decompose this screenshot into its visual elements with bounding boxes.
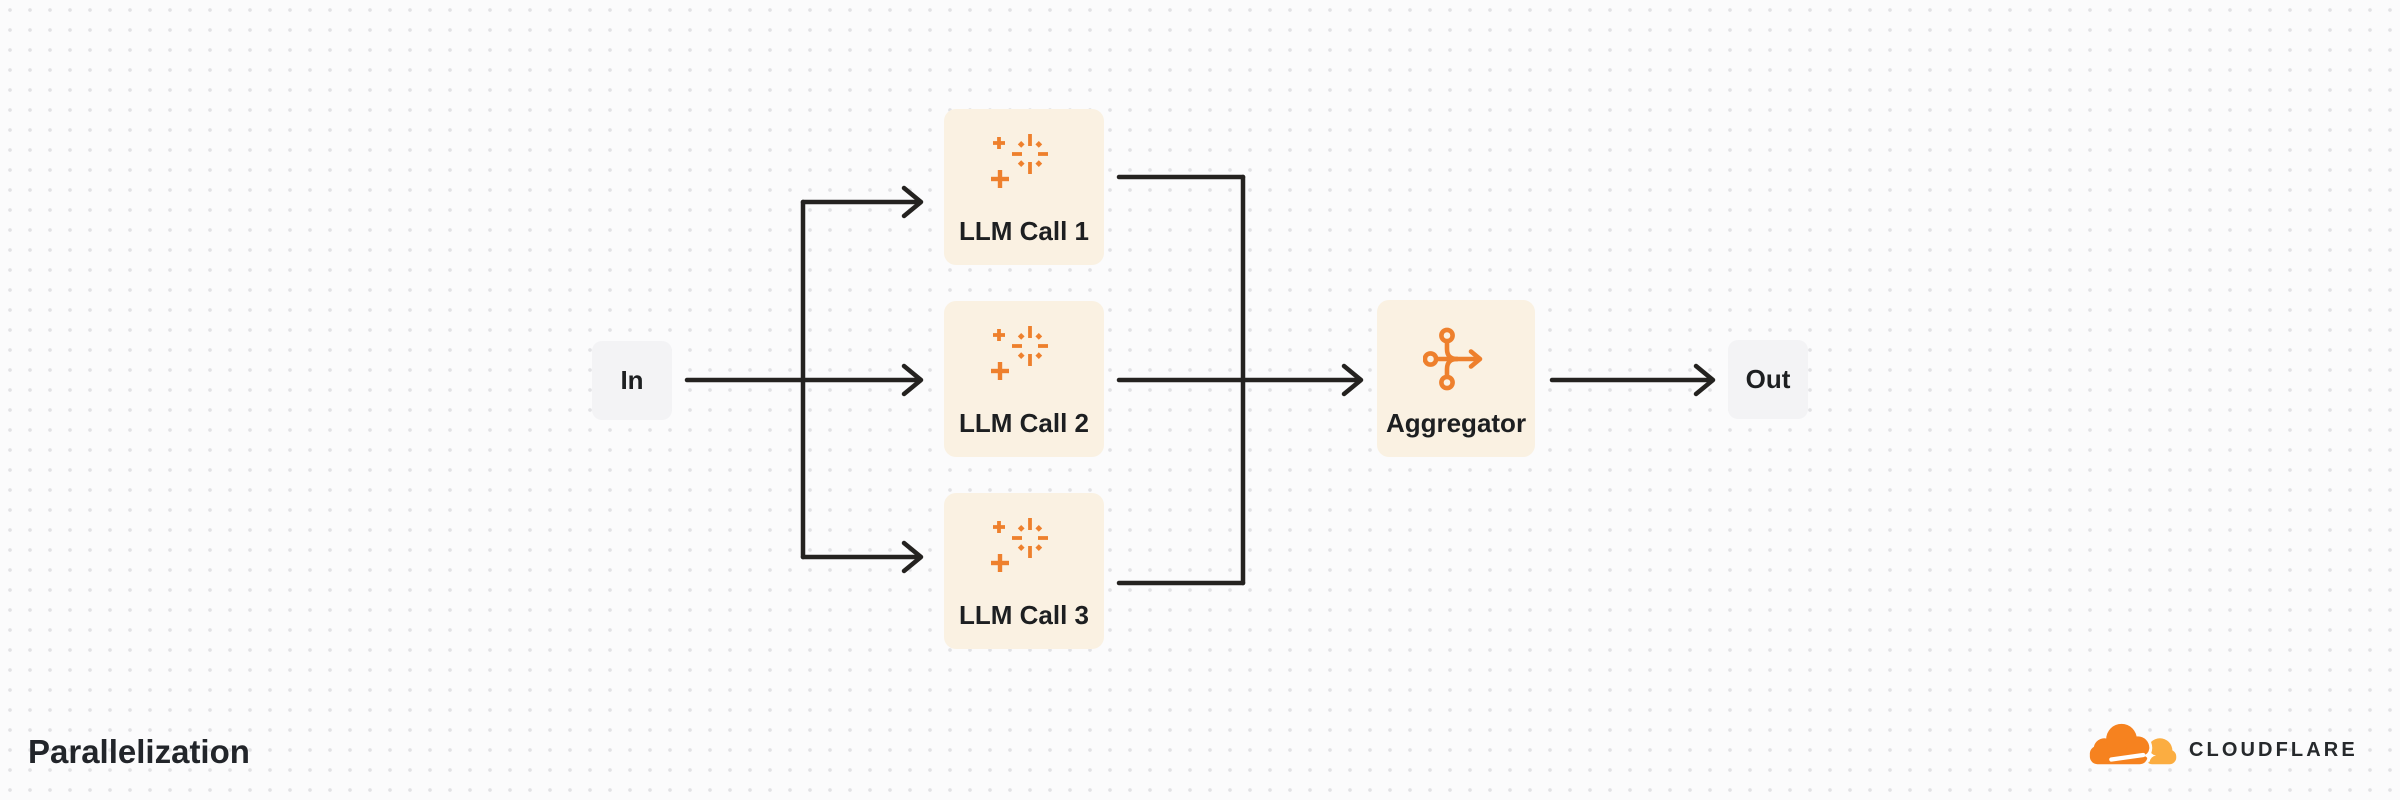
node-llm-call-2-label: LLM Call 2 [958,408,1089,438]
node-llm-call-3-label: LLM Call 3 [958,600,1089,630]
node-llm-call-1: LLM Call 1 [944,109,1104,265]
merge-icon [1423,327,1483,391]
cloudflare-wordmark: CLOUDFLARE [2189,738,2358,761]
node-out-label: Out [1745,364,1791,394]
sparkles-icon [991,518,1048,572]
arrowhead-aggregator [1341,363,1364,397]
diagram-title: Parallelization [28,733,250,770]
cloudflare-logo-icon [2086,721,2177,768]
node-in: In [592,341,672,420]
arrowhead-out [1693,363,1716,397]
node-out: Out [1728,340,1808,419]
arrowhead-llm1 [901,185,924,219]
sparkles-icon [991,134,1048,188]
node-aggregator: Aggregator [1377,300,1535,457]
node-llm-call-3: LLM Call 3 [944,493,1104,649]
node-llm-call-1-label: LLM Call 1 [958,216,1089,246]
sparkles-icon [991,326,1048,380]
arrowhead-llm2 [901,363,924,397]
node-in-label: In [620,365,644,395]
node-aggregator-label: Aggregator [1385,408,1527,438]
cloudflare-brand: CLOUDFLARE [2086,720,2358,770]
arrowhead-llm3 [901,540,924,574]
node-llm-call-2: LLM Call 2 [944,301,1104,457]
